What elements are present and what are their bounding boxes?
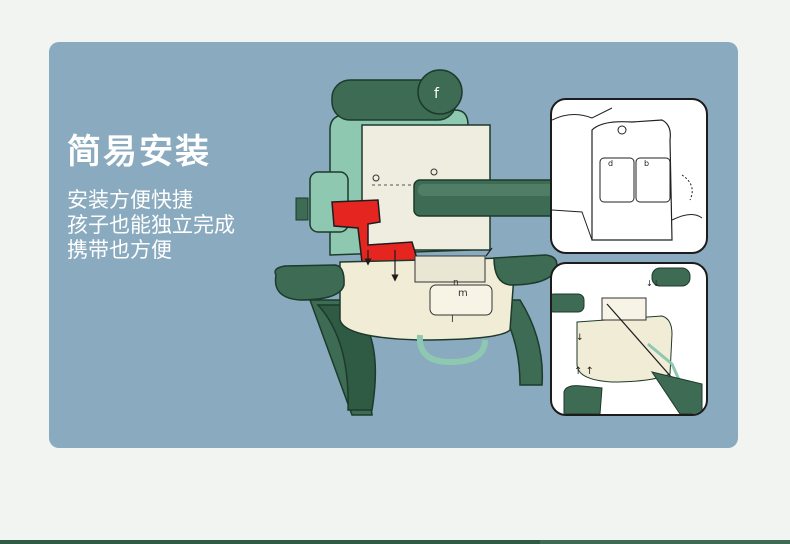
inset-backpack-view: d b [550,98,708,254]
svg-text:b: b [644,159,649,168]
seat-tray [429,284,493,316]
seat-plate [414,255,486,283]
armrest-left [274,264,345,301]
svg-text:m: m [458,288,468,299]
section-title: 简易安装 [67,132,211,172]
seat-assembly-drawing: ↓↓ ↓ ↑ ↑ [552,267,703,414]
svg-text:↓: ↓ [576,333,584,343]
footer-divider [0,540,790,544]
description-line-2: 孩子也能独立完成 [67,213,235,237]
armrest-right [493,254,558,286]
headrest-letter-f: f [434,86,440,102]
carry-handle [416,334,488,366]
backpack-line-drawing: d b [552,107,703,241]
svg-text:d: d [608,159,613,168]
svg-text:↓↓: ↓↓ [646,279,659,288]
inset-seat-assembly-view: ↓↓ ↓ ↑ ↑ [550,262,708,416]
side-clip [295,197,309,221]
svg-text:l: l [451,314,454,325]
feature-description: 安装方便快捷 孩子也能独立完成 携带也方便 [67,188,235,263]
description-line-1: 安装方便快捷 [67,188,193,212]
headrest-knob [417,69,463,115]
svg-text:n: n [453,278,459,288]
red-connector-part [331,199,419,267]
svg-text:↑ ↑: ↑ ↑ [574,366,594,377]
description-line-3: 携带也方便 [67,238,172,262]
